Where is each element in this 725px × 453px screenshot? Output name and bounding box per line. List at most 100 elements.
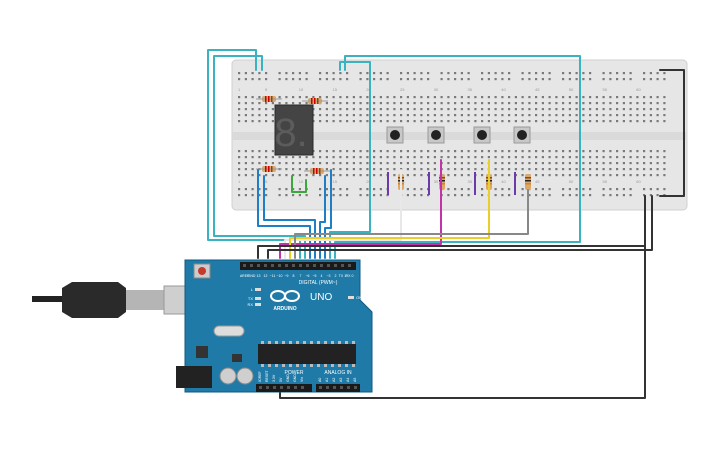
pushbutton-3: [473, 126, 491, 144]
digital-pin-label: 2: [335, 274, 337, 278]
power-pin-label: Vin: [300, 377, 304, 382]
digital-pin-label: ~9: [285, 274, 289, 278]
digital-pin-label: 13: [257, 274, 261, 278]
analog-pin-label: A3: [339, 378, 343, 382]
arduino-logo: ARDUINO UNO: [270, 290, 332, 312]
digital-pin-label: ~10: [277, 274, 283, 278]
digital-pin-label: AREF: [240, 274, 249, 278]
led-label-tx: TX: [248, 296, 253, 301]
column-number: 35: [468, 179, 473, 184]
chip-pins: [261, 341, 355, 367]
led-label-l: L: [251, 287, 254, 292]
power-pin-label: GND: [293, 374, 297, 382]
seven-segment-display[interactable]: 8.: [274, 104, 314, 156]
power-pin-label: 5V: [279, 377, 283, 382]
reset-button-cap[interactable]: [198, 267, 206, 275]
led-label-rx: RX: [247, 302, 253, 307]
display-resistors: [256, 96, 330, 174]
digital-pin-label: ~6: [306, 274, 310, 278]
column-number: 60: [636, 179, 641, 184]
digital-label: DIGITAL (PWM~): [299, 280, 338, 286]
column-number: 60: [636, 87, 641, 92]
digital-pin-label: GND: [248, 274, 256, 278]
power-pin-label: GND: [286, 374, 290, 382]
column-number: 35: [468, 87, 473, 92]
column-number: 55: [603, 179, 608, 184]
microcontroller-chip: [258, 344, 356, 364]
wire-ground-2: [267, 195, 653, 259]
column-number: 30: [434, 87, 439, 92]
column-number: 55: [603, 87, 608, 92]
analog-label: ANALOG IN: [324, 370, 352, 376]
power-analog-headers: [259, 386, 357, 389]
breadboard-column-numbers: 1155101015152020252530303535404045455050…: [238, 87, 642, 184]
resistor-top-left: [256, 96, 282, 102]
capacitor-1: [219, 367, 237, 385]
wire-ground-right: [659, 69, 685, 197]
pushbutton-2: [427, 126, 445, 144]
wire-yellow: [289, 159, 490, 259]
wire-ground-bottom: [279, 195, 646, 399]
pushbuttons[interactable]: [386, 126, 531, 144]
digital-pin-label: RX 0: [346, 274, 354, 278]
analog-pin-label: A0: [318, 378, 322, 382]
on-led-label: ON: [356, 295, 362, 300]
arduino-model: UNO: [310, 292, 332, 303]
pushbutton-4: [513, 126, 531, 144]
column-number: 15: [333, 87, 338, 92]
analog-pin-label: A2: [332, 378, 336, 382]
arduino-brand: ARDUINO: [273, 306, 296, 312]
column-number: 40: [501, 179, 506, 184]
column-number: 10: [299, 179, 304, 184]
wires: [207, 49, 685, 399]
resistor-bottom-right: [304, 168, 330, 174]
column-number: 20: [366, 87, 371, 92]
crystal-oscillator: [213, 325, 245, 337]
column-number: 20: [366, 179, 371, 184]
column-number: 1: [238, 179, 241, 184]
breadboard[interactable]: 1155101015152020252530303535404045455050…: [231, 59, 688, 211]
digital-pin-label: 12: [264, 274, 268, 278]
column-number: 25: [400, 87, 405, 92]
column-number: 1: [238, 87, 241, 92]
column-number: 45: [535, 179, 540, 184]
column-number: 45: [535, 87, 540, 92]
power-pin-label: 3.3V: [272, 374, 276, 382]
wire-teal-4: [329, 61, 371, 259]
power-pin-label: RESET: [265, 369, 269, 382]
digital-header: [243, 264, 351, 267]
digital-pin-label: 7: [300, 274, 302, 278]
capacitor-2: [236, 367, 254, 385]
digital-pin-label: ~5: [313, 274, 317, 278]
digital-pin-label: ~11: [270, 274, 276, 278]
digital-pin-label: TX 1: [339, 274, 346, 278]
analog-pin-label: A1: [325, 378, 329, 382]
resistor-bottom-left: [256, 166, 282, 172]
column-number: 50: [569, 179, 574, 184]
digital-pin-label: 4: [321, 274, 323, 278]
digital-pin-label: ~3: [327, 274, 331, 278]
usb-cable: [32, 282, 195, 318]
column-number: 40: [501, 87, 506, 92]
column-number: 50: [569, 87, 574, 92]
wire-blue-1: [257, 169, 311, 259]
analog-pin-label: A5: [353, 378, 357, 382]
wire-green: [291, 175, 307, 193]
column-number: 15: [333, 179, 338, 184]
column-number: 10: [299, 87, 304, 92]
analog-pin-label: A4: [346, 378, 350, 382]
status-leds: L TX RX ON: [247, 287, 362, 307]
power-pin-label: IOREF: [258, 371, 262, 382]
column-number: 30: [434, 179, 439, 184]
column-number: 5: [265, 87, 268, 92]
resistor-top-right: [302, 98, 328, 104]
power-jack: [176, 366, 212, 388]
power-label: POWER: [285, 370, 304, 376]
voltage-regulator: [196, 346, 208, 358]
digital-pin-label: 8: [293, 274, 295, 278]
pushbutton-1: [386, 126, 404, 144]
